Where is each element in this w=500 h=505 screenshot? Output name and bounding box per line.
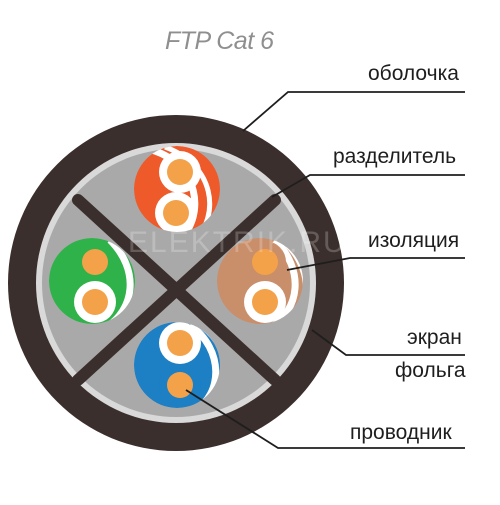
watermark-text: ELEKTRIK.RU — [128, 226, 347, 259]
label-shield-line1: экран — [407, 326, 462, 349]
diagram-title: FTP Cat 6 — [165, 27, 274, 55]
label-sheath: оболочка — [368, 62, 459, 85]
label-shield-line2: фольга — [395, 359, 466, 382]
leader-sheath — [242, 91, 465, 132]
leader-separator — [271, 174, 465, 198]
label-conductor: проводник — [350, 421, 452, 444]
leader-lines — [185, 91, 465, 449]
pair-orange — [134, 146, 220, 232]
cross-separator — [72, 194, 281, 386]
label-insulation: изоляция — [368, 229, 460, 252]
pair-blue — [134, 322, 220, 408]
leader-conductor — [185, 389, 465, 449]
leader-insulation — [286, 257, 465, 271]
label-separator: разделитель — [333, 145, 457, 168]
leader-shield — [311, 329, 465, 356]
